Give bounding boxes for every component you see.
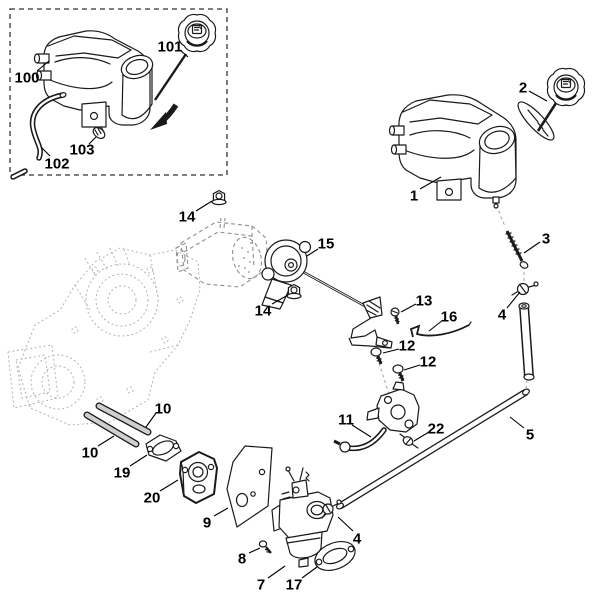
- part-label-4: 4: [337, 516, 362, 548]
- svg-text:12: 12: [399, 338, 416, 355]
- fuel-hose-5: [336, 302, 535, 510]
- svg-text:1: 1: [410, 188, 418, 205]
- spacer-20: [179, 451, 218, 504]
- part-label-15: 15: [306, 236, 335, 257]
- svg-text:3: 3: [542, 231, 550, 248]
- carburetor: [271, 466, 334, 568]
- part-label-14: 14: [255, 294, 289, 320]
- svg-text:8: 8: [238, 551, 246, 568]
- hose-clamp-22: [399, 433, 419, 449]
- svg-text:15: 15: [318, 236, 335, 253]
- part-label-1: 1: [410, 176, 442, 205]
- fuel-cap-101: [150, 13, 217, 130]
- fuel-cap-2: [517, 67, 586, 141]
- svg-text:11: 11: [338, 412, 354, 429]
- screw-13: [390, 307, 400, 325]
- part-label-20: 20: [144, 479, 179, 507]
- svg-text:4: 4: [353, 531, 362, 548]
- breather-wire-16: [409, 321, 472, 338]
- flange-nut-diaphragm: [286, 283, 302, 300]
- part-label-14: 14: [179, 200, 213, 226]
- stud-10-upper: [95, 402, 152, 436]
- hose-clamp-4-carb: [321, 499, 342, 519]
- svg-text:100: 100: [14, 70, 39, 87]
- part-label-100: 100: [14, 60, 50, 87]
- svg-text:103: 103: [69, 142, 94, 159]
- governor-diaphragm: [261, 239, 366, 310]
- fuel-tank-assembly-100: [33, 30, 154, 128]
- gasket-17: [314, 541, 356, 571]
- svg-text:9: 9: [203, 515, 211, 532]
- part-label-10: 10: [145, 401, 172, 428]
- part-label-19: 19: [114, 454, 148, 482]
- part-label-11: 11: [338, 412, 372, 438]
- part-label-2: 2: [519, 80, 548, 102]
- svg-text:22: 22: [428, 421, 445, 438]
- part-label-17: 17: [286, 566, 318, 594]
- svg-text:19: 19: [114, 465, 131, 482]
- part-label-9: 9: [203, 507, 229, 532]
- svg-text:10: 10: [155, 401, 172, 418]
- hose-clamp-103: [92, 126, 106, 140]
- engine-block-ghost: [7, 247, 201, 426]
- part-label-16: 16: [428, 309, 458, 332]
- choke-bracket: [348, 296, 393, 349]
- gasket-19: [145, 434, 182, 462]
- part-label-7: 7: [257, 565, 286, 594]
- svg-text:16: 16: [441, 309, 458, 326]
- svg-text:14: 14: [179, 209, 196, 226]
- svg-text:13: 13: [416, 293, 433, 310]
- svg-text:10: 10: [82, 445, 99, 462]
- part-label-5: 5: [509, 416, 534, 444]
- part-label-10: 10: [82, 435, 115, 462]
- part-label-13: 13: [400, 293, 433, 313]
- hose-clamp-4-right: [511, 281, 539, 296]
- screw-12-right: [392, 364, 405, 399]
- part-labels-layer: 1001011021031234514151413161212112210101…: [14, 39, 550, 594]
- part-label-12: 12: [382, 338, 416, 355]
- screw-12-left: [370, 347, 391, 398]
- svg-text:101: 101: [157, 39, 182, 56]
- stud-10-lower: [83, 411, 140, 448]
- fuel-tank-1: [388, 94, 517, 209]
- heat-shield-9: [226, 445, 273, 528]
- fuel-hose-102: [10, 92, 67, 180]
- muffler-ghost: [175, 217, 269, 288]
- svg-text:20: 20: [144, 490, 161, 507]
- part-label-22: 22: [413, 421, 445, 442]
- svg-text:14: 14: [255, 303, 272, 320]
- part-label-3: 3: [523, 231, 550, 254]
- part-label-4: 4: [498, 291, 521, 324]
- part-label-12: 12: [403, 354, 437, 371]
- svg-text:5: 5: [526, 427, 534, 444]
- svg-text:7: 7: [257, 577, 265, 594]
- part-label-101: 101: [157, 39, 189, 58]
- bowl-screw-8: [258, 540, 272, 554]
- pump-bracket-11: [333, 381, 420, 453]
- part-label-102: 102: [40, 146, 70, 173]
- part-label-8: 8: [238, 547, 261, 568]
- svg-text:17: 17: [286, 577, 303, 594]
- part-label-103: 103: [69, 136, 97, 159]
- svg-text:2: 2: [519, 80, 527, 97]
- svg-text:102: 102: [44, 156, 69, 173]
- inset-box: [9, 8, 228, 176]
- svg-text:4: 4: [498, 307, 507, 324]
- svg-text:12: 12: [420, 354, 437, 371]
- flange-nut-muffler-top: [211, 189, 227, 206]
- tank-screw-3: [496, 204, 529, 283]
